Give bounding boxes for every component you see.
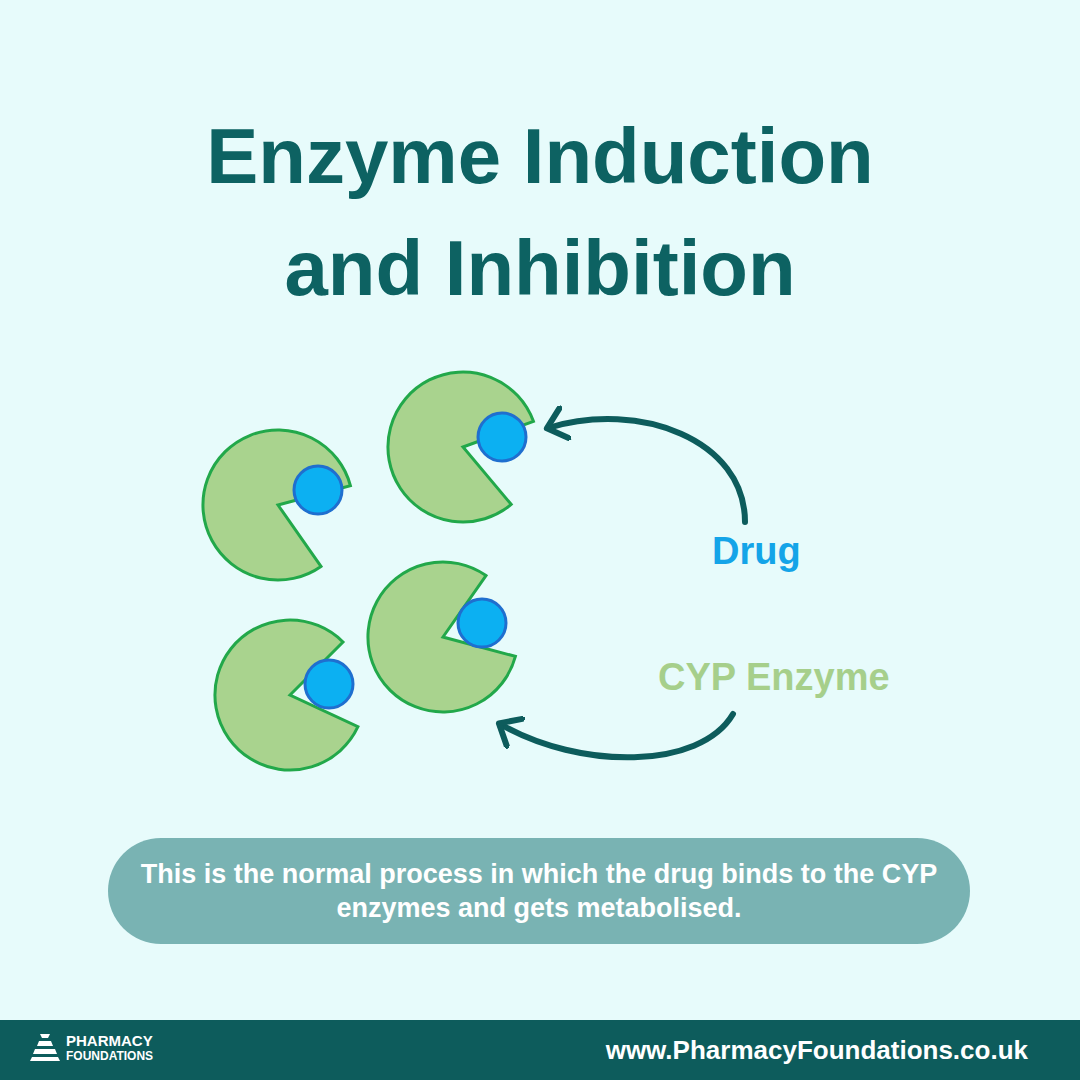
drug-molecule bbox=[478, 413, 526, 461]
cyp-enzyme bbox=[182, 409, 362, 597]
cyp-enzyme bbox=[203, 610, 363, 781]
pointer-arrow bbox=[500, 714, 733, 757]
drug-label: Drug bbox=[712, 530, 801, 573]
drug-molecule bbox=[458, 599, 506, 647]
logo-text: PHARMACY bbox=[66, 1032, 153, 1049]
website-url: www.PharmacyFoundations.co.uk bbox=[606, 1034, 1028, 1066]
caption-text: This is the normal process in which the … bbox=[128, 857, 950, 925]
drug-molecule bbox=[305, 660, 353, 708]
drug-molecule bbox=[294, 466, 342, 514]
logo-text: FOUNDATIONS bbox=[66, 1049, 153, 1063]
pointer-arrow bbox=[548, 419, 745, 522]
cyp-enzyme bbox=[371, 355, 542, 535]
cyp-enzyme bbox=[347, 546, 527, 734]
title-text: Enzyme Induction and Inhibition bbox=[140, 100, 940, 324]
caption-band bbox=[108, 838, 970, 944]
enzyme-label: CYP Enzyme bbox=[658, 656, 890, 699]
logo-icon bbox=[30, 1034, 60, 1061]
